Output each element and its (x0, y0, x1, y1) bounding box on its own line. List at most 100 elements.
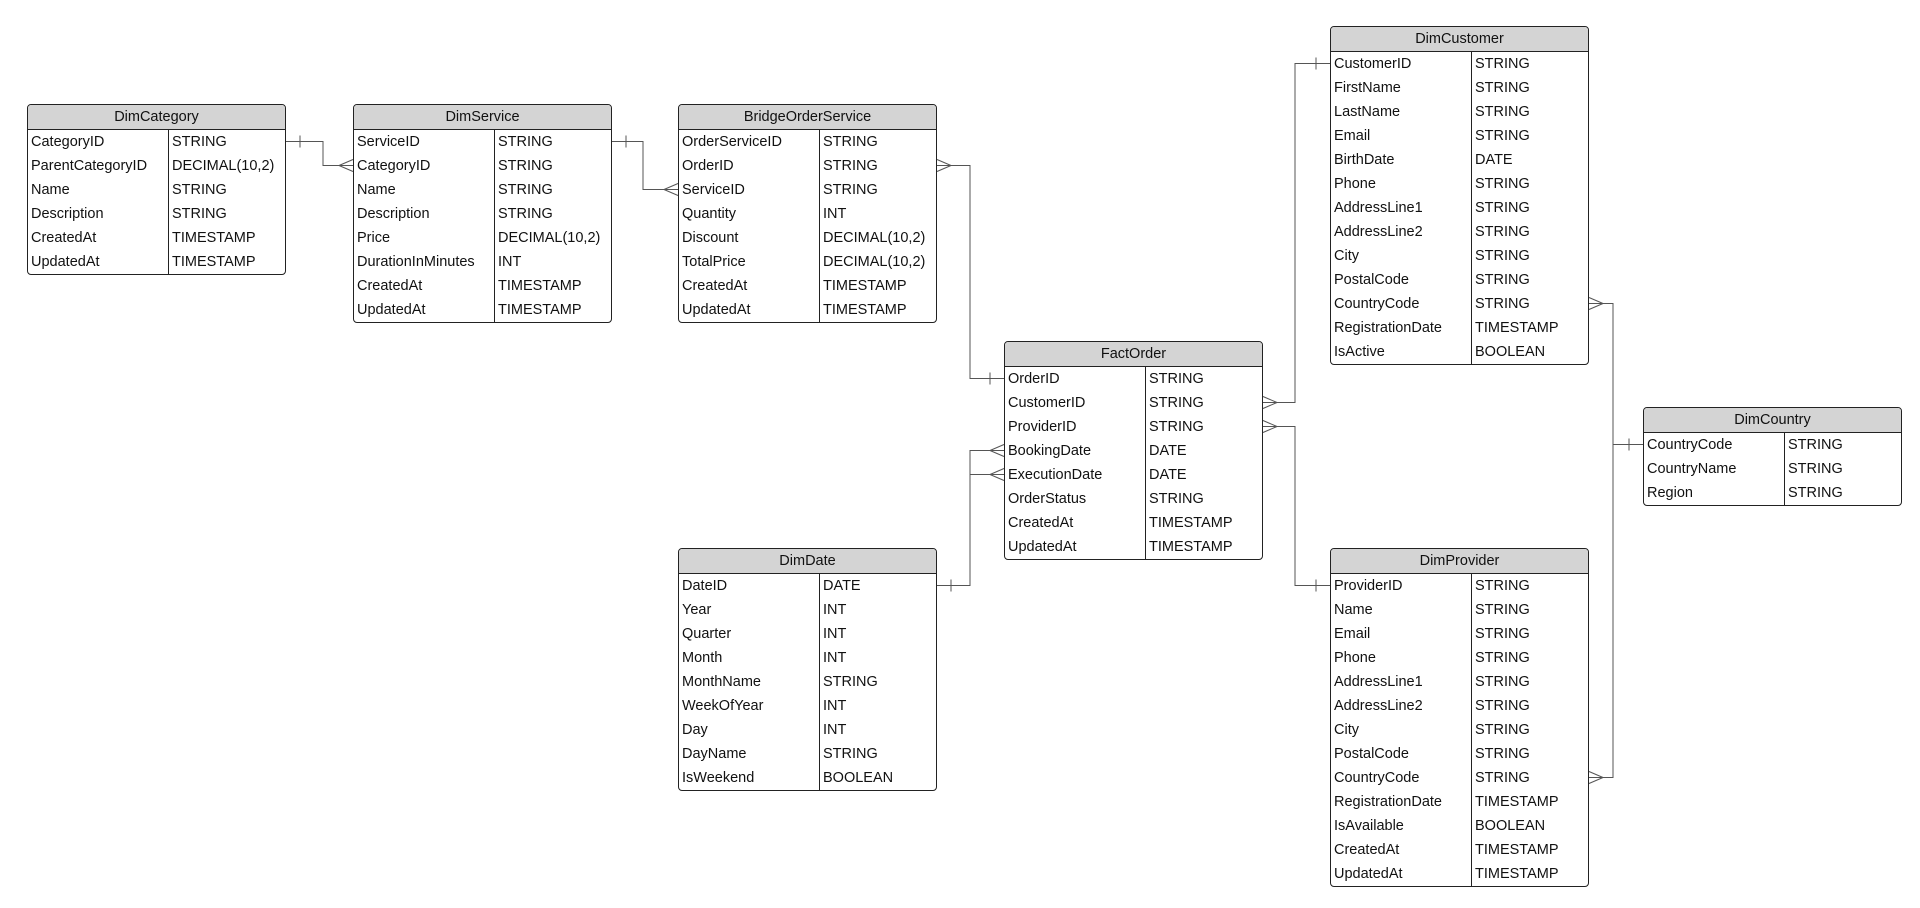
column-name: MonthName (679, 670, 820, 694)
column-type: STRING (1475, 746, 1530, 762)
column-name: DurationInMinutes (354, 250, 495, 274)
column-type: STRING (1788, 437, 1843, 453)
column-type: DECIMAL(10,2) (823, 254, 926, 270)
column-type: STRING (1475, 698, 1530, 714)
many-cardinality-mark (1588, 297, 1604, 310)
column-name: CreatedAt (1331, 838, 1472, 862)
column-type: STRING (1475, 176, 1530, 192)
column-type: STRING (1475, 200, 1530, 216)
column-name: Phone (1331, 646, 1472, 670)
many-cardinality-mark (1262, 420, 1278, 433)
column-name: UpdatedAt (1331, 862, 1472, 886)
column-name: Phone (1331, 172, 1472, 196)
column-name: CreatedAt (28, 226, 169, 250)
column-type: STRING (1475, 248, 1530, 264)
column-type: STRING (1788, 485, 1843, 501)
column-type: STRING (1475, 602, 1530, 618)
column-name: CreatedAt (354, 274, 495, 298)
column-name: CountryCode (1331, 292, 1472, 316)
column-type: TIMESTAMP (823, 302, 907, 318)
column-name: Quantity (679, 202, 820, 226)
column-name: Month (679, 646, 820, 670)
column-name: IsActive (1331, 340, 1472, 364)
column-type: STRING (1475, 128, 1530, 144)
column-type: INT (823, 602, 847, 618)
column-type: TIMESTAMP (498, 278, 582, 294)
column-type: DATE (1149, 467, 1187, 483)
column-type: BOOLEAN (823, 770, 894, 786)
column-type: STRING (1475, 296, 1530, 312)
column-name: UpdatedAt (354, 298, 495, 322)
column-type: DECIMAL(10,2) (823, 230, 926, 246)
column-name: CustomerID (1005, 391, 1146, 415)
column-name: Name (354, 178, 495, 202)
entity-title: BridgeOrderService (679, 105, 936, 130)
many-cardinality-mark (338, 159, 354, 172)
column-name: IsAvailable (1331, 814, 1472, 838)
relationship-line (612, 141, 678, 190)
column-name: UpdatedAt (1005, 535, 1146, 559)
column-name: CreatedAt (679, 274, 820, 298)
column-type: STRING (1475, 272, 1530, 288)
column-type: STRING (823, 134, 878, 150)
column-type: STRING (823, 182, 878, 198)
column-type: STRING (1149, 395, 1204, 411)
column-type: STRING (172, 134, 227, 150)
column-name: FirstName (1331, 76, 1472, 100)
column-name: CountryCode (1331, 766, 1472, 790)
many-cardinality-mark (1588, 771, 1604, 784)
column-name: AddressLine1 (1331, 196, 1472, 220)
column-type: STRING (1788, 461, 1843, 477)
column-name: City (1331, 718, 1472, 742)
column-type: STRING (1149, 371, 1204, 387)
column-name: Name (1331, 598, 1472, 622)
column-name: Discount (679, 226, 820, 250)
column-name: CountryName (1644, 457, 1785, 481)
entity-title: DimCountry (1644, 408, 1901, 433)
column-name: Year (679, 598, 820, 622)
relationship-line (937, 450, 1004, 586)
column-name: PostalCode (1331, 742, 1472, 766)
column-type: INT (498, 254, 522, 270)
column-name: UpdatedAt (28, 250, 169, 274)
column-type: BOOLEAN (1475, 818, 1546, 834)
entity-title: FactOrder (1005, 342, 1262, 367)
column-name: OrderID (1005, 367, 1146, 391)
